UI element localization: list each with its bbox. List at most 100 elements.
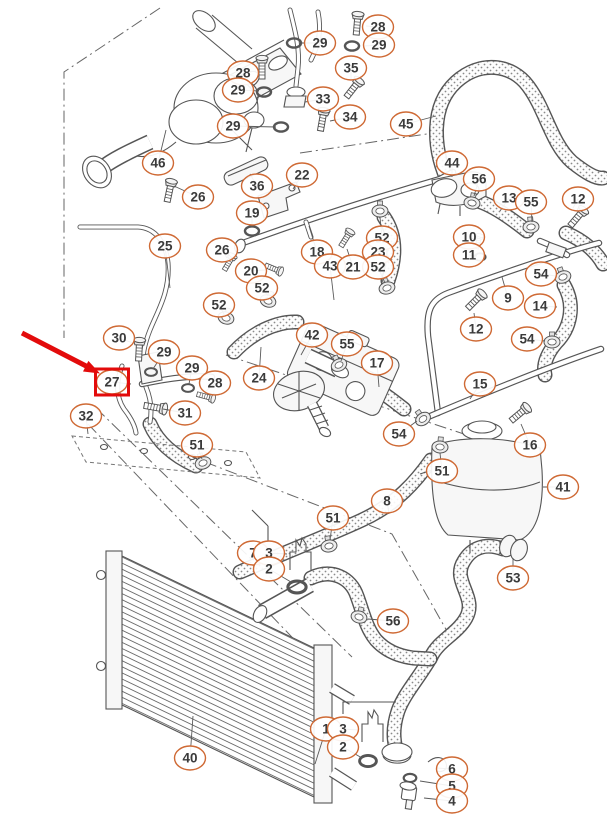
svg-text:12: 12 bbox=[570, 192, 585, 207]
svg-text:56: 56 bbox=[471, 172, 487, 187]
svg-text:17: 17 bbox=[369, 356, 384, 371]
bolt-icon bbox=[349, 10, 365, 36]
callout-52-35[interactable]: 52 bbox=[202, 292, 236, 318]
callout-21-27[interactable]: 21 bbox=[336, 254, 370, 280]
callout-9-33[interactable]: 9 bbox=[491, 285, 525, 311]
callout-56-61[interactable]: 56 bbox=[376, 608, 410, 634]
retainer-53-icon bbox=[499, 534, 528, 562]
callout-41-54[interactable]: 41 bbox=[546, 474, 580, 500]
callout-54-50[interactable]: 54 bbox=[382, 421, 416, 447]
callout-10-30[interactable]: 10 bbox=[452, 224, 486, 250]
radiator-fins bbox=[121, 556, 315, 796]
callout-34-7[interactable]: 34 bbox=[333, 104, 367, 130]
callout-29-5[interactable]: 29 bbox=[221, 77, 255, 103]
callout-51-53[interactable]: 51 bbox=[425, 458, 459, 484]
callout-35-3[interactable]: 35 bbox=[334, 55, 368, 81]
callout-15-47[interactable]: 15 bbox=[463, 371, 497, 397]
svg-text:2: 2 bbox=[339, 740, 347, 755]
callout-2-65[interactable]: 2 bbox=[326, 734, 360, 760]
callout-52-25[interactable]: 52 bbox=[361, 254, 395, 280]
bolt-icon bbox=[160, 176, 179, 204]
svg-text:20: 20 bbox=[243, 264, 258, 279]
svg-text:41: 41 bbox=[555, 480, 571, 495]
svg-text:34: 34 bbox=[342, 110, 358, 125]
svg-text:29: 29 bbox=[312, 36, 327, 51]
svg-text:28: 28 bbox=[207, 376, 223, 391]
callout-54-37[interactable]: 54 bbox=[510, 326, 544, 352]
svg-text:16: 16 bbox=[522, 438, 538, 453]
callout-24-45[interactable]: 24 bbox=[242, 365, 276, 391]
callout-12-17[interactable]: 12 bbox=[561, 186, 595, 212]
callout-28-44[interactable]: 28 bbox=[198, 370, 232, 396]
svg-text:4: 4 bbox=[448, 794, 456, 809]
callout-51-52[interactable]: 51 bbox=[180, 432, 214, 458]
callout-40-62[interactable]: 40 bbox=[173, 745, 207, 771]
callout-8-55[interactable]: 8 bbox=[370, 488, 404, 514]
callout-2-59[interactable]: 2 bbox=[252, 556, 286, 582]
callout-19-19[interactable]: 19 bbox=[235, 200, 269, 226]
callout-26-21[interactable]: 26 bbox=[205, 237, 239, 263]
callout-44-11[interactable]: 44 bbox=[435, 150, 469, 176]
callout-53-60[interactable]: 53 bbox=[496, 565, 530, 591]
callout-29-8[interactable]: 29 bbox=[216, 113, 250, 139]
callout-55-41[interactable]: 55 bbox=[330, 331, 364, 357]
svg-text:54: 54 bbox=[533, 267, 549, 282]
svg-text:30: 30 bbox=[111, 331, 126, 346]
bolt-icon bbox=[462, 286, 490, 314]
callout-51-56[interactable]: 51 bbox=[316, 505, 350, 531]
svg-text:51: 51 bbox=[189, 438, 205, 453]
svg-text:27: 27 bbox=[104, 375, 119, 390]
svg-text:21: 21 bbox=[345, 260, 361, 275]
callout-45-9[interactable]: 45 bbox=[389, 111, 423, 137]
callout-12-36[interactable]: 12 bbox=[459, 316, 493, 342]
svg-text:19: 19 bbox=[244, 206, 259, 221]
coolant-pipe-33-drawing bbox=[283, 10, 320, 108]
callout-16-51[interactable]: 16 bbox=[513, 432, 547, 458]
callout-33-6[interactable]: 33 bbox=[306, 86, 340, 112]
callout-36-12[interactable]: 36 bbox=[240, 173, 274, 199]
svg-text:29: 29 bbox=[371, 38, 386, 53]
svg-text:53: 53 bbox=[505, 571, 521, 586]
callout-56-14[interactable]: 56 bbox=[462, 166, 496, 192]
callout-11-31[interactable]: 11 bbox=[452, 242, 486, 268]
clamp-icon bbox=[371, 200, 389, 218]
callout-46-10[interactable]: 46 bbox=[141, 150, 175, 176]
svg-text:52: 52 bbox=[211, 298, 226, 313]
svg-text:9: 9 bbox=[504, 291, 512, 306]
callout-55-16[interactable]: 55 bbox=[514, 189, 548, 215]
callout-31-48[interactable]: 31 bbox=[168, 400, 202, 426]
callout-17-46[interactable]: 17 bbox=[360, 350, 394, 376]
callout-26-13[interactable]: 26 bbox=[181, 184, 215, 210]
callout-27-43[interactable]: 27 bbox=[94, 367, 130, 397]
callout-4-68[interactable]: 4 bbox=[435, 788, 469, 814]
expansion-tank-drawing bbox=[419, 420, 543, 554]
callout-29-2[interactable]: 29 bbox=[303, 30, 337, 56]
highlight-arrow bbox=[20, 330, 100, 374]
svg-text:22: 22 bbox=[294, 168, 309, 183]
callout-32-49[interactable]: 32 bbox=[69, 403, 103, 429]
svg-text:5: 5 bbox=[448, 779, 456, 794]
callout-29-39[interactable]: 29 bbox=[147, 339, 181, 365]
callout-25-20[interactable]: 25 bbox=[148, 233, 182, 259]
callout-29-42[interactable]: 29 bbox=[175, 355, 209, 381]
callout-54-32[interactable]: 54 bbox=[524, 261, 558, 287]
outlet-coupling-drawing bbox=[252, 585, 413, 764]
callout-52-29[interactable]: 52 bbox=[245, 275, 279, 301]
callout-22-18[interactable]: 22 bbox=[285, 162, 319, 188]
callout-14-34[interactable]: 14 bbox=[523, 293, 557, 319]
svg-text:13: 13 bbox=[501, 191, 517, 206]
clamp-icon bbox=[521, 215, 540, 235]
svg-text:44: 44 bbox=[444, 156, 460, 171]
bolt-icon bbox=[336, 226, 357, 250]
svg-text:12: 12 bbox=[468, 322, 483, 337]
svg-text:3: 3 bbox=[265, 546, 273, 561]
svg-text:56: 56 bbox=[385, 614, 401, 629]
callout-29-1[interactable]: 29 bbox=[362, 32, 396, 58]
option-bracket-bottom bbox=[342, 701, 396, 742]
svg-text:45: 45 bbox=[398, 117, 414, 132]
callout-42-40[interactable]: 42 bbox=[295, 322, 329, 348]
callout-30-38[interactable]: 30 bbox=[102, 325, 136, 351]
option-bracket-top bbox=[251, 509, 312, 570]
svg-text:52: 52 bbox=[254, 281, 269, 296]
